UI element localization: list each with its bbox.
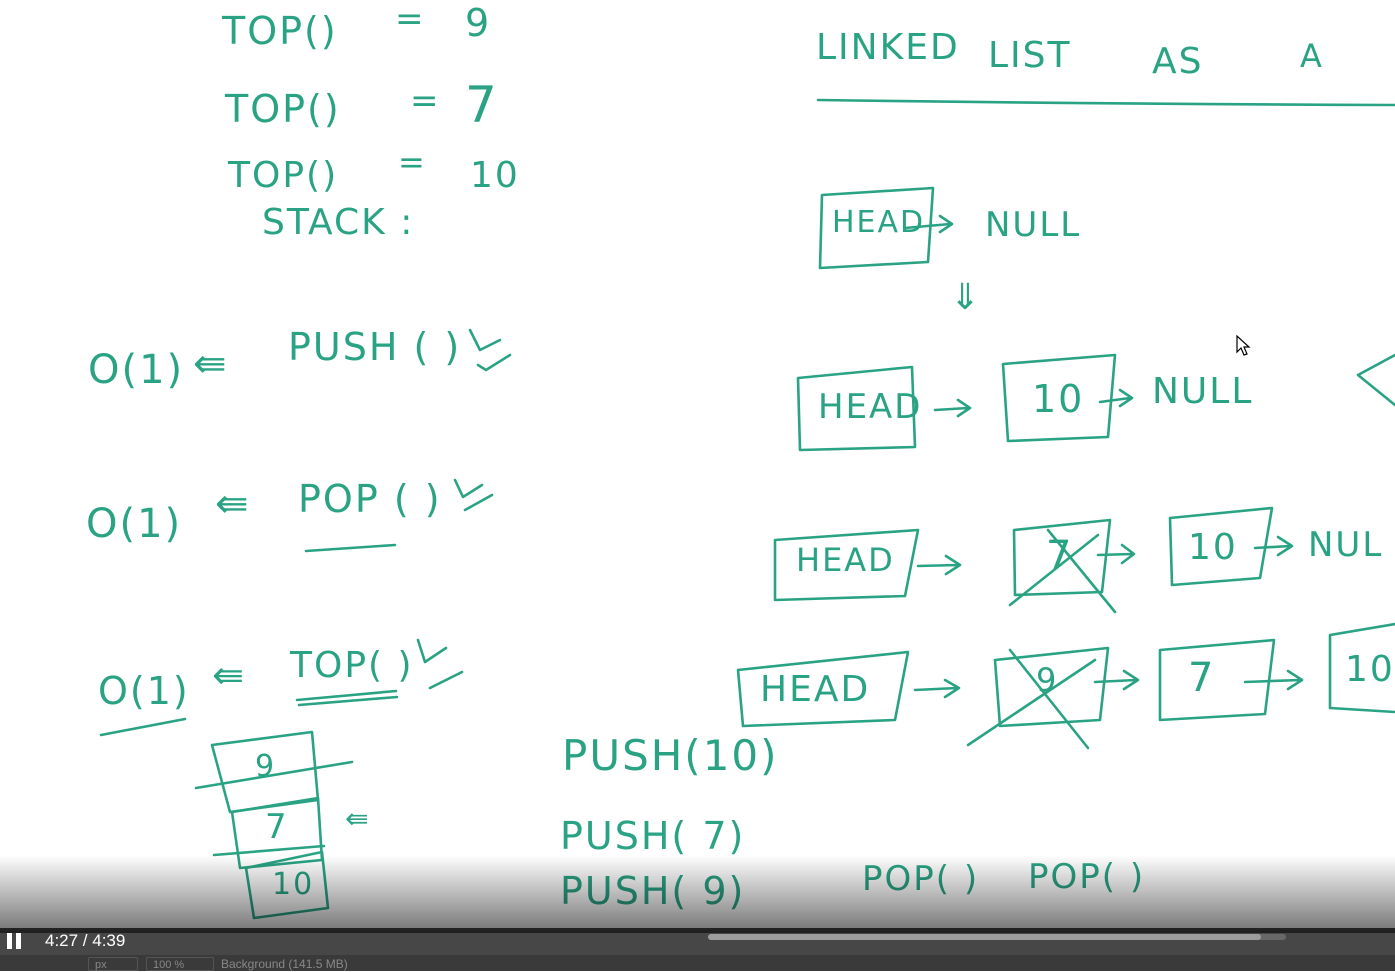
complexity-op-pop: POP ( )	[298, 477, 442, 521]
arrow-left-pop: ⇚	[215, 481, 251, 527]
editor-status-bar	[0, 955, 1395, 971]
title-word-as: AS	[1152, 41, 1204, 82]
stack-value-top: 9	[255, 749, 277, 784]
null-label-row1: NULL	[985, 205, 1082, 245]
node-box-row4-1	[993, 646, 1110, 728]
top-underline	[295, 689, 398, 702]
new-node-arrow	[1356, 353, 1395, 407]
zoom-select[interactable]: 100 %	[146, 957, 214, 971]
head-box-row1	[818, 186, 935, 270]
push-call-10: PUSH(10)	[562, 731, 779, 780]
null-label-row2: NULL	[1152, 371, 1254, 412]
top-call-1: TOP()	[222, 9, 338, 53]
top-call-2: TOP()	[225, 87, 341, 131]
complexity-order-push: O(1)	[88, 347, 185, 393]
unit-select[interactable]: px	[88, 957, 138, 971]
arrow-row2-a	[933, 398, 972, 418]
arrow-row3-b	[1096, 543, 1136, 565]
equals-2: =	[410, 81, 441, 121]
node-box-row4-2	[1158, 638, 1276, 722]
pause-icon-bar-right	[16, 933, 21, 949]
node-value-row2-1: 10	[1032, 377, 1085, 421]
status-text: Background (141.5 MB)	[221, 957, 348, 971]
node-value-row3-2: 10	[1188, 527, 1238, 568]
node-box-row2	[1001, 353, 1117, 443]
push-call-7: PUSH( 7)	[560, 814, 746, 858]
check-top	[416, 638, 464, 690]
pause-icon-bar-left	[7, 933, 12, 949]
progress-bar[interactable]	[708, 934, 1286, 940]
arrow-left-top: ⇚	[212, 653, 246, 697]
arrow-row3-a	[916, 554, 962, 576]
mouse-cursor-icon	[1236, 335, 1251, 356]
check-push	[468, 328, 512, 372]
node-value-row4-2: 7	[1188, 655, 1216, 701]
null-label-row3: NUL	[1308, 525, 1384, 565]
video-controls-bar	[0, 928, 1395, 955]
stack-label: STACK :	[262, 202, 415, 243]
node-box-row3-1	[1012, 518, 1112, 597]
head-label-row3: HEAD	[796, 541, 895, 579]
head-label-row2: HEAD	[818, 387, 923, 427]
complexity-order-pop: O(1)	[86, 501, 183, 547]
node-box-row4-3	[1328, 622, 1395, 714]
equals-3: =	[398, 143, 427, 181]
order-underline	[99, 717, 187, 737]
node-box-row3-2	[1168, 506, 1274, 587]
arrow-left-push: ⇚	[193, 341, 229, 387]
arrow-row4-b	[1093, 669, 1140, 691]
head-label-row4: HEAD	[760, 669, 871, 710]
arrow-row4-c	[1243, 669, 1304, 691]
equals-1: =	[395, 0, 426, 39]
arrow-row1	[903, 214, 954, 234]
stack-value-middle: 7	[265, 807, 289, 847]
top-result-3: 10	[470, 155, 520, 196]
stack-strike-top	[194, 760, 354, 790]
stack-strike-middle	[212, 844, 326, 857]
double-down-arrow: ⇓	[950, 277, 983, 318]
head-box-row3	[773, 528, 920, 602]
arrow-row4-a	[913, 678, 961, 699]
stack-box-middle	[230, 796, 324, 870]
node-value-row4-3: 10	[1345, 649, 1395, 690]
title-word-linked: LINKED	[816, 27, 960, 68]
arrow-row3-c	[1253, 535, 1294, 557]
top-call-3: TOP()	[228, 155, 339, 196]
complexity-order-top: O(1)	[98, 669, 190, 713]
head-label-row1: HEAD	[832, 205, 926, 240]
head-box-row2	[796, 365, 917, 452]
top-result-1: 9	[465, 1, 492, 45]
arrow-row2-b	[1098, 388, 1134, 408]
top-underline-bold	[297, 695, 399, 707]
complexity-op-push: PUSH ( )	[288, 325, 462, 369]
pause-button[interactable]	[5, 932, 23, 950]
title-word-a: A	[1300, 37, 1324, 75]
check-pop	[453, 478, 494, 512]
head-box-row4	[736, 650, 910, 728]
progress-fill	[708, 934, 1262, 940]
pop-underline	[304, 543, 397, 553]
playback-time: 4:27 / 4:39	[45, 931, 126, 950]
top-result-2: 7	[465, 76, 499, 134]
title-word-list: LIST	[988, 35, 1072, 76]
cross-row4-1	[966, 648, 1097, 750]
complexity-op-top: TOP( )	[290, 645, 414, 686]
title-underline	[816, 98, 1395, 107]
stack-pointer-arrow: ⇚	[345, 802, 371, 835]
cross-row3-1	[1008, 528, 1117, 614]
